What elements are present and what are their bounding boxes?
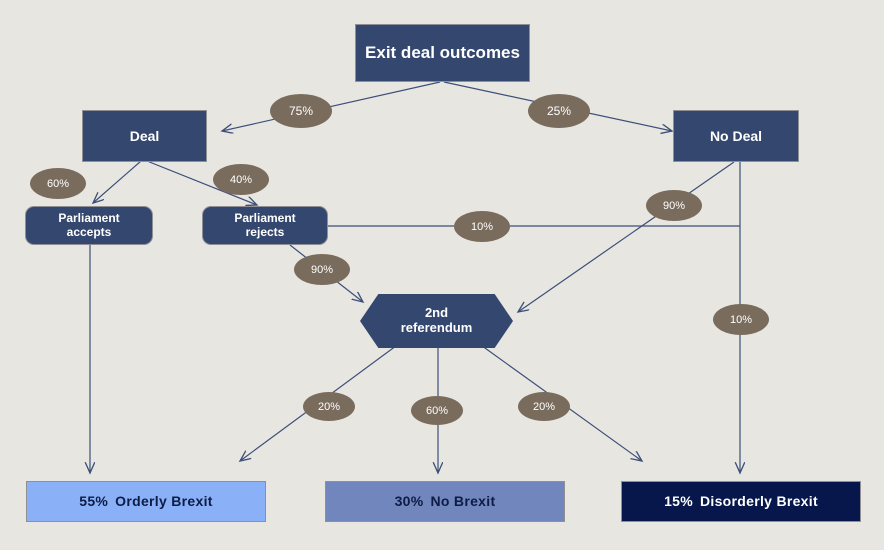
node-exit-deal-outcomes[interactable]: Exit deal outcomes	[355, 24, 530, 82]
prob-referendum-to-orderly-label: 20%	[317, 400, 341, 413]
prob-deal-to-rejects: 40%	[213, 164, 269, 195]
prob-no-deal-to-referendum-label: 90%	[662, 199, 686, 212]
node-parliament-accepts[interactable]: Parliament accepts	[25, 206, 153, 245]
edge-deal-to-accepts	[93, 160, 142, 203]
node-exit-deal-outcomes-label: Exit deal outcomes	[365, 43, 520, 63]
prob-rejects-to-referendum-label: 90%	[310, 263, 334, 276]
node-2nd-referendum[interactable]: 2nd referendum	[360, 294, 513, 348]
prob-deal-to-accepts: 60%	[30, 168, 86, 199]
prob-no-deal-to-disorderly-label: 10%	[729, 313, 753, 326]
outcome-no-brexit-label: No Brexit	[430, 493, 496, 510]
outcome-no-brexit[interactable]: 30% No Brexit	[325, 481, 565, 522]
outcome-no-brexit-pct: 30%	[394, 493, 424, 510]
prob-no-deal-to-disorderly: 10%	[713, 304, 769, 335]
outcome-orderly-brexit-pct: 55%	[79, 493, 109, 510]
prob-root-to-no-deal-label: 25%	[546, 104, 572, 118]
prob-referendum-to-disorderly-label: 20%	[532, 400, 556, 413]
outcome-disorderly-brexit-pct: 15%	[664, 493, 693, 510]
prob-root-to-deal: 75%	[270, 94, 332, 128]
prob-referendum-to-orderly: 20%	[303, 392, 355, 421]
prob-rejects-to-no-deal-label: 10%	[470, 220, 494, 233]
node-parliament-rejects-line2: rejects	[245, 224, 285, 239]
prob-no-deal-to-referendum: 90%	[646, 190, 702, 221]
node-deal-label: Deal	[129, 127, 160, 144]
edge-no-deal-to-referendum	[518, 161, 735, 312]
node-no-deal[interactable]: No Deal	[673, 110, 799, 162]
node-parliament-accepts-line1: Parliament	[58, 210, 120, 225]
prob-rejects-to-referendum: 90%	[294, 254, 350, 285]
node-no-deal-label: No Deal	[709, 127, 763, 144]
prob-referendum-to-no-brexit: 60%	[411, 396, 463, 425]
node-2nd-referendum-line1: 2nd	[424, 305, 449, 321]
outcome-orderly-brexit[interactable]: 55% Orderly Brexit	[26, 481, 266, 522]
outcome-disorderly-brexit-label: Disorderly Brexit	[700, 493, 818, 510]
prob-deal-to-rejects-label: 40%	[229, 173, 253, 186]
node-parliament-accepts-line2: accepts	[66, 224, 112, 239]
node-parliament-rejects[interactable]: Parliament rejects	[202, 206, 328, 245]
prob-root-to-deal-label: 75%	[288, 104, 314, 118]
prob-deal-to-accepts-label: 60%	[46, 177, 70, 190]
outcome-disorderly-brexit[interactable]: 15% Disorderly Brexit	[621, 481, 861, 522]
prob-rejects-to-no-deal: 10%	[454, 211, 510, 242]
prob-root-to-no-deal: 25%	[528, 94, 590, 128]
node-parliament-rejects-line1: Parliament	[234, 210, 296, 225]
node-deal[interactable]: Deal	[82, 110, 207, 162]
outcome-orderly-brexit-label: Orderly Brexit	[115, 493, 213, 510]
node-2nd-referendum-line2: referendum	[400, 320, 473, 335]
prob-referendum-to-no-brexit-label: 60%	[425, 404, 449, 417]
prob-referendum-to-disorderly: 20%	[518, 392, 570, 421]
